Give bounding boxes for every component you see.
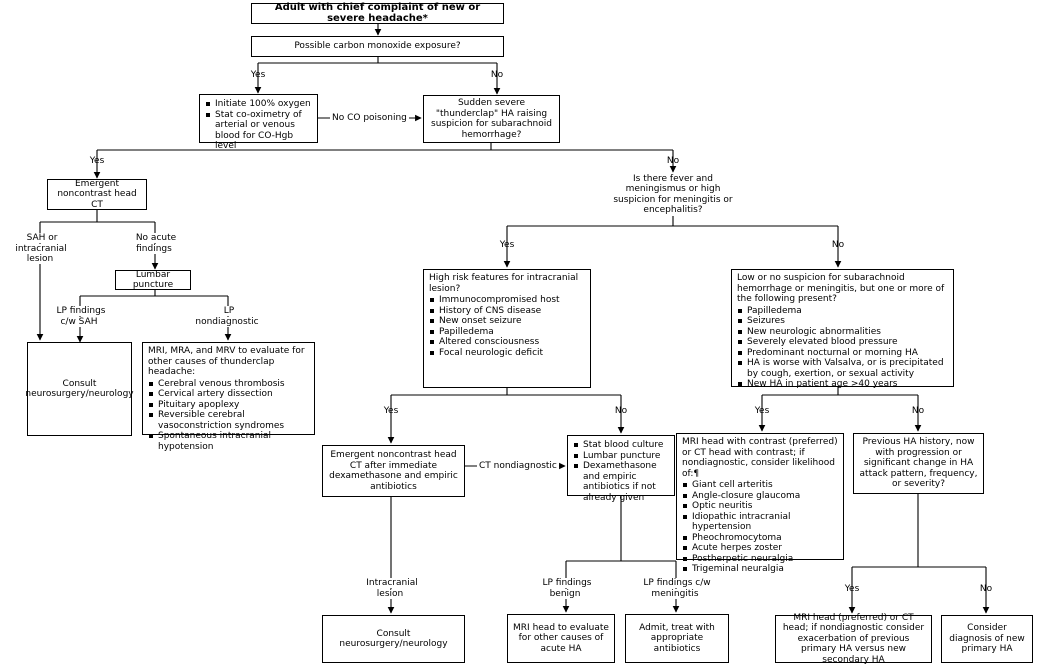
mri-exacerbation-box: MRI head (preferred) or CT head; if nond… bbox=[775, 613, 932, 665]
label-yes-co: Yes bbox=[250, 70, 266, 80]
label-yes-previous: Yes bbox=[844, 584, 860, 594]
consult-left-box: Consult neurosurgery/neurology bbox=[25, 342, 134, 436]
lumbar-puncture-box: Lumbar puncture bbox=[115, 270, 191, 290]
low-suspicion-item: Predominant nocturnal or morning HA bbox=[737, 348, 948, 359]
mri-contrast-item: Giant cell arteritis bbox=[682, 480, 838, 491]
new-primary-box: Consider diagnosis of new primary HA bbox=[941, 615, 1033, 663]
mri-thunderclap-item: Pituitary apoplexy bbox=[148, 400, 309, 411]
title-box: Adult with chief complaint of new or sev… bbox=[251, 2, 504, 24]
oxygen-item-1: Initiate 100% oxygen bbox=[205, 99, 312, 110]
high-risk-item: Papilledema bbox=[429, 327, 585, 338]
label-sah-or-lesion: SAH or intracranial lesion bbox=[15, 233, 67, 264]
low-suspicion-item: HA is worse with Valsalva, or is precipi… bbox=[737, 358, 948, 379]
mri-thunderclap-item: Spontaneous intracranial hypotension bbox=[148, 431, 309, 452]
high-risk-item: History of CNS disease bbox=[429, 306, 585, 317]
mri-contrast-item: Angle-closure glaucoma bbox=[682, 491, 838, 502]
high-risk-item: New onset seizure bbox=[429, 316, 585, 327]
label-no-thunderclap: No bbox=[666, 156, 680, 166]
low-suspicion-item: New neurologic abnormalities bbox=[737, 327, 948, 338]
low-suspicion-item: Papilledema bbox=[737, 306, 948, 317]
mri-contrast-item: Pheochromocytoma bbox=[682, 533, 838, 544]
mri-thunderclap-item: Cerebral venous thrombosis bbox=[148, 379, 309, 390]
label-no-fever: No bbox=[831, 240, 845, 250]
label-yes-low: Yes bbox=[754, 406, 770, 416]
thunderclap-question: Sudden severe "thunderclap" HA raising s… bbox=[423, 95, 560, 143]
low-suspicion-item: Severely elevated blood pressure bbox=[737, 337, 948, 348]
mri-thunderclap-item: Cervical artery dissection bbox=[148, 389, 309, 400]
label-lp-benign: LP findings benign bbox=[540, 578, 592, 599]
high-risk-item: Focal neurologic deficit bbox=[429, 348, 585, 359]
mri-thunderclap-item: Reversible cerebral vasoconstriction syn… bbox=[148, 410, 309, 431]
co-exposure-question: Possible carbon monoxide exposure? bbox=[251, 36, 504, 57]
label-lp-cw-sah: LP findings c/w SAH bbox=[54, 306, 106, 327]
mri-contrast-box: MRI head with contrast (preferred) or CT… bbox=[676, 433, 844, 574]
low-suspicion-item: New HA in patient age >40 years bbox=[737, 379, 948, 390]
stat-culture-item: Dexamethasone and empiric antibiotics if… bbox=[573, 461, 669, 503]
oxygen-item-2: Stat co-oximetry of arterial or venous b… bbox=[205, 110, 312, 152]
high-risk-box: High risk features for intracranial lesi… bbox=[423, 269, 591, 388]
label-intracranial-lesion: Intracranial lesion bbox=[364, 578, 418, 599]
label-no-co-poisoning: No CO poisoning bbox=[330, 113, 409, 124]
label-lp-nondiagnostic: LP nondiagnostic bbox=[195, 306, 261, 327]
emergent-ct-dexa-box: Emergent noncontrast head CT after immed… bbox=[322, 445, 465, 497]
label-yes-highrisk: Yes bbox=[383, 406, 399, 416]
low-suspicion-heading: Low or no suspicion for subarachnoid hem… bbox=[737, 273, 945, 304]
fever-question: Is there fever and meningismus or high s… bbox=[613, 173, 733, 216]
mri-contrast-item: Postherpetic neuralgia bbox=[682, 554, 838, 565]
label-yes-thunderclap: Yes bbox=[89, 156, 105, 166]
mri-thunderclap-heading: MRI, MRA, and MRV to evaluate for other … bbox=[148, 346, 305, 377]
mri-contrast-item: Idiopathic intracranial hypertension bbox=[682, 512, 838, 533]
previous-ha-box: Previous HA history, now with progressio… bbox=[853, 433, 984, 494]
consult-mid-box: Consult neurosurgery/neurology bbox=[322, 615, 465, 663]
label-lp-meningitis: LP findings c/w meningitis bbox=[641, 578, 711, 599]
mri-contrast-heading: MRI head with contrast (preferred) or CT… bbox=[682, 437, 838, 479]
low-suspicion-box: Low or no suspicion for subarachnoid hem… bbox=[731, 269, 954, 390]
label-no-previous: No bbox=[979, 584, 993, 594]
low-suspicion-item: Seizures bbox=[737, 316, 948, 327]
oxygen-box: Initiate 100% oxygen Stat co-oximetry of… bbox=[199, 94, 318, 151]
label-no-highrisk: No bbox=[614, 406, 628, 416]
stat-culture-box: Stat blood culture Lumbar puncture Dexam… bbox=[567, 435, 675, 503]
label-yes-fever: Yes bbox=[499, 240, 515, 250]
admit-box: Admit, treat with appropriate antibiotic… bbox=[625, 614, 729, 663]
mri-acute-box: MRI head to evaluate for other causes of… bbox=[507, 614, 615, 663]
label-no-co: No bbox=[490, 70, 504, 80]
label-no-acute-findings: No acute findings bbox=[133, 233, 177, 254]
stat-culture-item: Lumbar puncture bbox=[573, 451, 669, 462]
mri-thunderclap-box: MRI, MRA, and MRV to evaluate for other … bbox=[142, 342, 315, 452]
stat-culture-item: Stat blood culture bbox=[573, 440, 669, 451]
label-no-low: No bbox=[911, 406, 925, 416]
title-text: Adult with chief complaint of new or sev… bbox=[274, 2, 481, 24]
high-risk-heading: High risk features for intracranial lesi… bbox=[429, 273, 579, 294]
mri-contrast-item: Acute herpes zoster bbox=[682, 543, 838, 554]
mri-contrast-item: Trigeminal neuralgia bbox=[682, 564, 838, 575]
high-risk-item: Immunocompromised host bbox=[429, 295, 585, 306]
mri-contrast-item: Optic neuritis bbox=[682, 501, 838, 512]
high-risk-item: Altered consciousness bbox=[429, 337, 585, 348]
label-ct-nondiagnostic: CT nondiagnostic bbox=[477, 461, 559, 472]
emergent-ct-box: Emergent noncontrast head CT bbox=[47, 179, 147, 210]
